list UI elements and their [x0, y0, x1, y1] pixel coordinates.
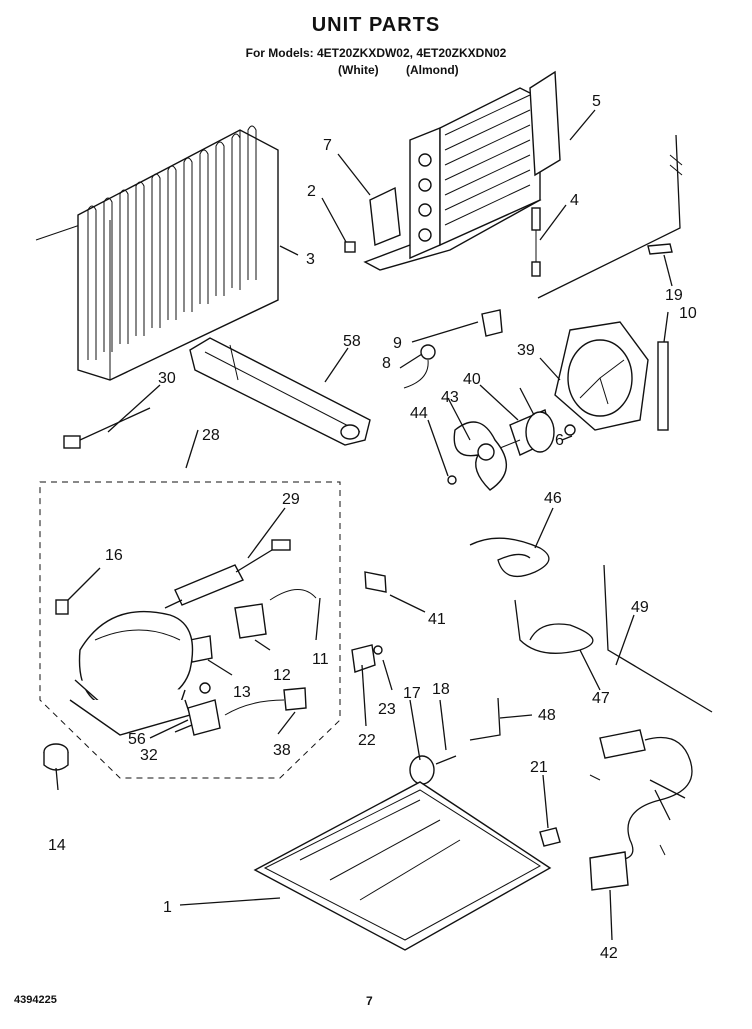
coil-loop — [215, 141, 225, 296]
callout-17: 17 — [403, 685, 421, 702]
callout-43: 43 — [441, 389, 459, 406]
callout-5: 5 — [592, 93, 601, 110]
drier-drawing — [164, 539, 291, 609]
callout-6: 6 — [555, 432, 564, 449]
callout-56: 56 — [128, 731, 146, 748]
callout-32: 32 — [140, 747, 158, 764]
wire-harness-drawing — [589, 729, 693, 891]
fan-bracket-drawing — [403, 309, 503, 389]
callout-10: 10 — [679, 305, 697, 322]
callout-13: 13 — [233, 684, 251, 701]
leader-lines — [55, 109, 673, 941]
fan-shroud-drawing — [554, 321, 649, 431]
callout-40: 40 — [463, 371, 481, 388]
document-number: 4394225 — [14, 994, 57, 1006]
callout-3: 3 — [306, 251, 315, 268]
callout-14: 14 — [48, 837, 66, 854]
compressor-electrical-drawing — [55, 589, 317, 663]
callout-18: 18 — [432, 681, 450, 698]
fan-motor-drawing — [447, 409, 576, 491]
callout-12: 12 — [273, 667, 291, 684]
coil-loop — [167, 165, 177, 320]
callout-39: 39 — [517, 342, 535, 359]
nut-drawing — [539, 827, 561, 847]
caster-drawing — [409, 755, 457, 785]
drain-trough-drawing — [189, 337, 371, 446]
callout-46: 46 — [544, 490, 562, 507]
callout-29: 29 — [282, 491, 300, 508]
callout-47: 47 — [592, 690, 610, 707]
callout-44: 44 — [410, 405, 428, 422]
callout-23: 23 — [378, 701, 396, 718]
callout-labels: 1 2 3 4 5 6 7 8 9 10 11 12 13 14 16 17 1… — [48, 93, 697, 962]
callout-19: 19 — [665, 287, 683, 304]
coil-loop — [183, 157, 193, 312]
coil-loop — [87, 205, 97, 360]
heater-wire-drawing — [537, 134, 683, 431]
coil-loop — [151, 173, 161, 328]
callout-7: 7 — [323, 137, 332, 154]
callout-38: 38 — [273, 742, 291, 759]
coil-loop — [103, 197, 113, 352]
compressor-drawing — [69, 610, 194, 736]
callout-11: 11 — [312, 651, 329, 668]
coil-loop — [135, 181, 145, 336]
coil-loop — [119, 189, 129, 344]
probe-drawing — [63, 407, 151, 449]
callout-41: 41 — [428, 611, 446, 628]
condenser-coil-drawing — [35, 125, 279, 381]
callout-8: 8 — [382, 355, 391, 372]
variant-white: (White) — [338, 63, 379, 77]
callout-30: 30 — [158, 370, 176, 387]
callout-42: 42 — [600, 945, 618, 962]
models-line: For Models: 4ET20ZKXDW02, 4ET20ZKXDN02 — [245, 46, 507, 60]
page-number: 7 — [366, 994, 373, 1008]
variant-almond: (Almond) — [406, 63, 459, 77]
defrost-thermostat-drawing — [531, 207, 541, 277]
evaporator-assembly-drawing — [344, 70, 561, 271]
grommet-drawing — [43, 743, 69, 771]
callout-2: 2 — [307, 183, 316, 200]
callout-21: 21 — [530, 759, 548, 776]
callout-9: 9 — [393, 335, 402, 352]
compressor-group-outline — [39, 481, 341, 779]
small-hardware-drawing — [351, 571, 387, 673]
callout-4: 4 — [570, 192, 579, 209]
callout-1: 1 — [163, 899, 172, 916]
coil-loop — [199, 149, 209, 304]
callout-49: 49 — [631, 599, 649, 616]
callout-58: 58 — [343, 333, 361, 350]
callout-48: 48 — [538, 707, 556, 724]
coil-loop — [247, 125, 257, 280]
base-pan-drawing — [253, 781, 552, 951]
tubing-drawing — [469, 537, 713, 741]
overload-relay-drawing — [187, 682, 307, 736]
callout-22: 22 — [358, 732, 376, 749]
callout-16: 16 — [105, 547, 123, 564]
page-title: UNIT PARTS — [311, 14, 441, 36]
callout-28: 28 — [202, 427, 220, 444]
